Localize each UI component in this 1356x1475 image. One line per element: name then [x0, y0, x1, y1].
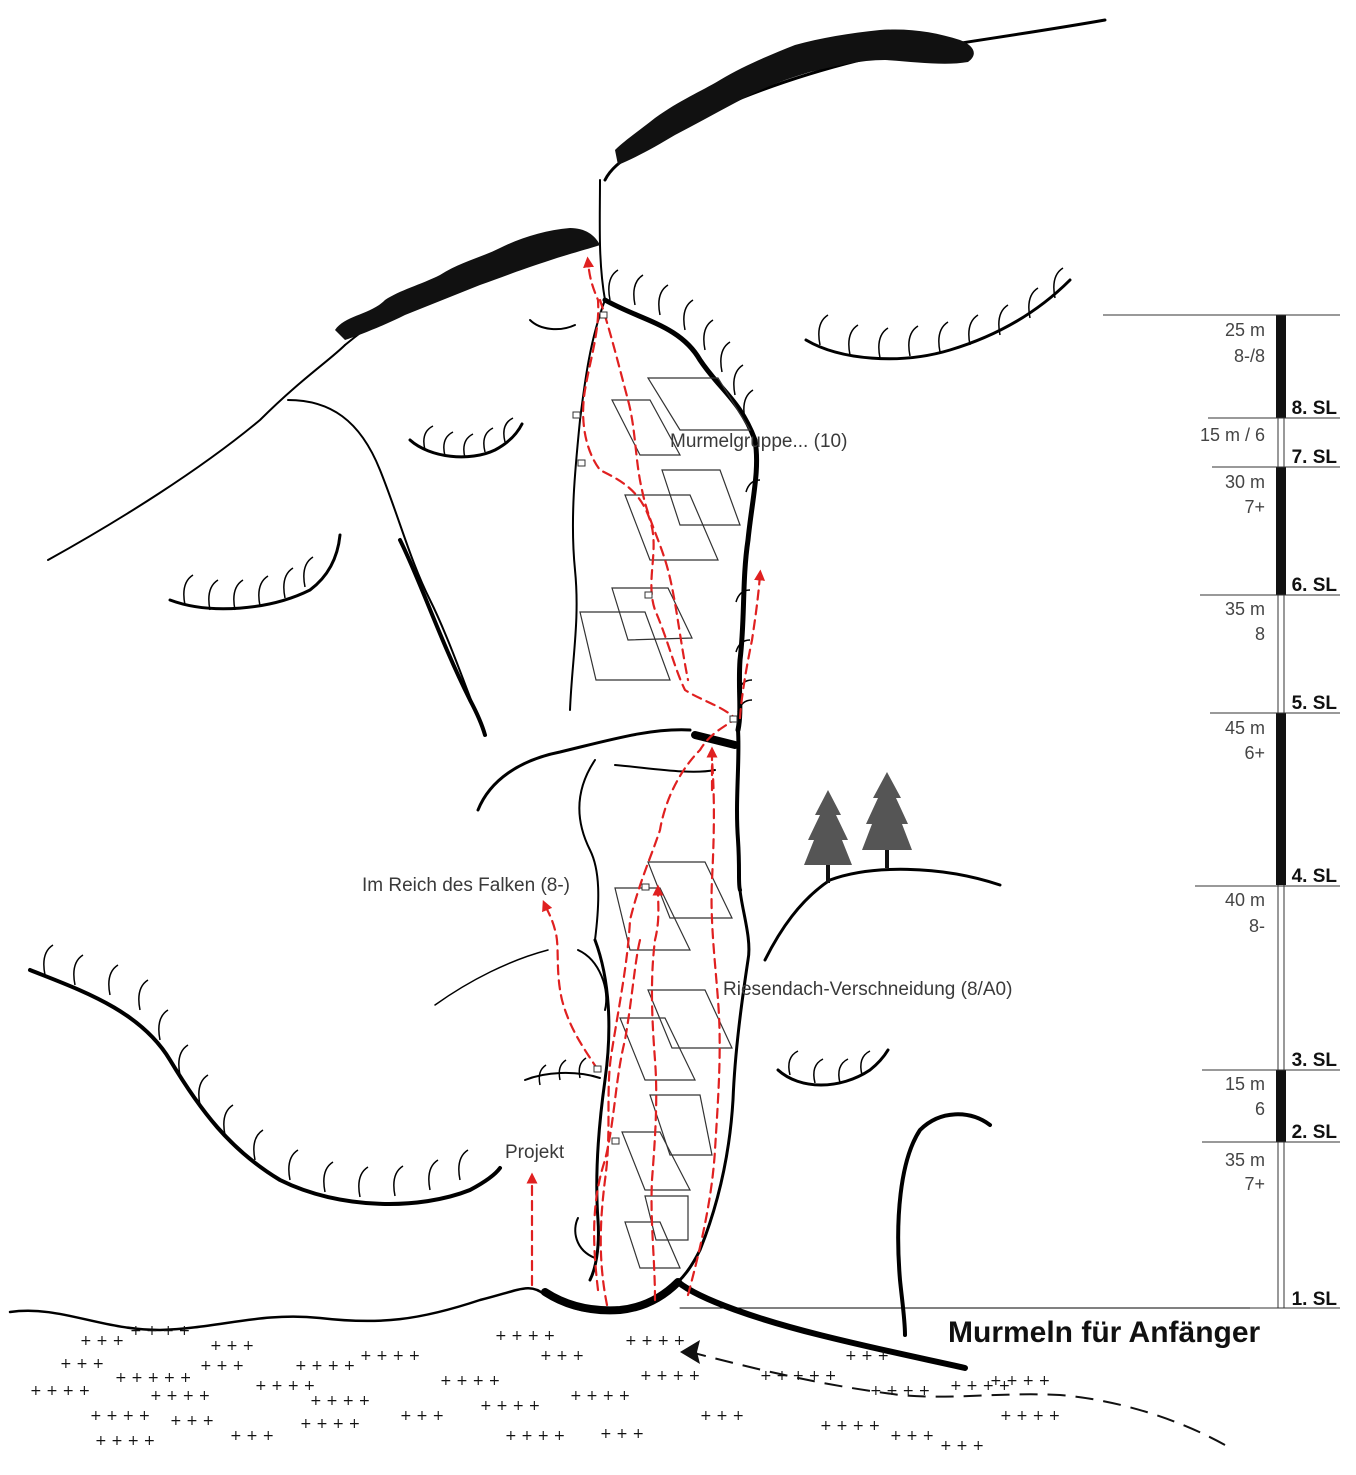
svg-text:+ + + +: + + + +: [130, 1323, 190, 1339]
pitch-length-3: 40 m: [1225, 890, 1265, 910]
svg-text:+ + + +: + + + +: [440, 1373, 500, 1389]
svg-text:+ + + +: + + + +: [30, 1383, 90, 1399]
pitch-grade-5: 8: [1255, 624, 1265, 644]
pitch-grade-2: 6: [1255, 1099, 1265, 1119]
route-title: Murmeln für Anfänger: [948, 1316, 1261, 1349]
svg-text:+ + + +: + + + +: [310, 1393, 370, 1409]
svg-text:+ + + + +: + + + + +: [115, 1370, 191, 1386]
svg-text:+ + + +: + + + +: [360, 1348, 420, 1364]
pitch-grade-8: 8-/8: [1234, 346, 1265, 366]
svg-text:+ + +: + + +: [230, 1428, 274, 1444]
svg-text:+ + +: + + +: [200, 1358, 244, 1374]
svg-text:+ + + +: + + + +: [150, 1388, 210, 1404]
pitch-length-4: 45 m: [1225, 718, 1265, 738]
svg-text:+ + + +: + + + +: [640, 1368, 700, 1384]
pitch-label-8: 8. SL: [1292, 398, 1338, 419]
svg-text:+ + +: + + +: [540, 1348, 584, 1364]
fir-tree-icon: [804, 772, 912, 883]
overhang-hatching: [44, 268, 1063, 1197]
pitch-label-3: 3. SL: [1292, 1050, 1338, 1071]
pitch-grade-6: 7+: [1244, 497, 1265, 517]
svg-text:+ + + +: + + + +: [495, 1328, 555, 1344]
route-label-falken: Im Reich des Falken (8-): [362, 875, 570, 896]
svg-text:+ + + +: + + + +: [480, 1398, 540, 1414]
route-label-murmelgruppe: Murmelgruppe... (10): [670, 431, 847, 452]
svg-text:+ + +: + + +: [210, 1338, 254, 1354]
svg-text:+ + + +: + + + +: [1000, 1408, 1060, 1424]
svg-text:+ + + +: + + + +: [990, 1373, 1050, 1389]
pitch-label-2: 2. SL: [1292, 1122, 1338, 1143]
route-label-riesendach: Riesendach-Verschneidung (8/A0): [723, 979, 1012, 1000]
pitch-label-1: 1. SL: [1292, 1289, 1338, 1310]
svg-text:+ + +: + + +: [890, 1428, 934, 1444]
svg-text:+ + + +: + + + +: [505, 1428, 565, 1444]
svg-text:+ + + + +: + + + + +: [760, 1368, 836, 1384]
svg-text:+ + + +: + + + +: [295, 1358, 355, 1374]
svg-text:+ + +: + + +: [600, 1426, 644, 1442]
svg-text:+ + + +: + + + +: [625, 1333, 685, 1349]
rock-slabs: [580, 378, 750, 1268]
pitch-label-4: 4. SL: [1292, 866, 1338, 887]
pitch-label-7: 7. SL: [1292, 447, 1338, 468]
route-falken-line: [545, 905, 598, 1070]
pitch-length-8: 25 m: [1225, 320, 1265, 340]
svg-text:+ + +: + + +: [80, 1333, 124, 1349]
pitch-grade-1: 7+: [1244, 1174, 1265, 1194]
svg-text:+ + +: + + +: [60, 1356, 104, 1372]
pitch-label-6: 6. SL: [1292, 575, 1338, 596]
svg-text:+ + +: + + +: [170, 1413, 214, 1429]
svg-text:+ + +: + + +: [845, 1348, 889, 1364]
route-label-projekt: Projekt: [505, 1142, 565, 1163]
rock-formation: [10, 20, 1280, 1368]
svg-text:+ + + +: + + + +: [255, 1378, 315, 1394]
pitch-length-7: 15 m / 6: [1200, 425, 1265, 445]
route-riesendach-line: [594, 752, 720, 1300]
svg-text:+ + + +: + + + +: [90, 1408, 150, 1424]
scree-field: + + + + + + + + + + + + + + + + + + + + …: [30, 1323, 1060, 1454]
tree-crown-foliage: [335, 29, 974, 340]
pitch-length-6: 30 m: [1225, 472, 1265, 492]
pitch-length-1: 35 m: [1225, 1150, 1265, 1170]
svg-text:+ + + +: + + + +: [820, 1418, 880, 1434]
svg-text:+ + +: + + +: [700, 1408, 744, 1424]
pitch-length-5: 35 m: [1225, 599, 1265, 619]
pitch-grade-3: 8-: [1249, 916, 1265, 936]
pitch-label-5: 5. SL: [1292, 693, 1338, 714]
route-murmel-second-line: [600, 300, 688, 680]
svg-text:+ + +: + + +: [400, 1408, 444, 1424]
svg-text:+ + + +: + + + +: [95, 1433, 155, 1449]
svg-text:+ + + +: + + + +: [300, 1416, 360, 1432]
svg-text:+ + +: + + +: [940, 1438, 984, 1454]
svg-text:+ + + +: + + + +: [570, 1388, 630, 1404]
pitch-grade-4: 6+: [1244, 743, 1265, 763]
pitch-length-2: 15 m: [1225, 1074, 1265, 1094]
